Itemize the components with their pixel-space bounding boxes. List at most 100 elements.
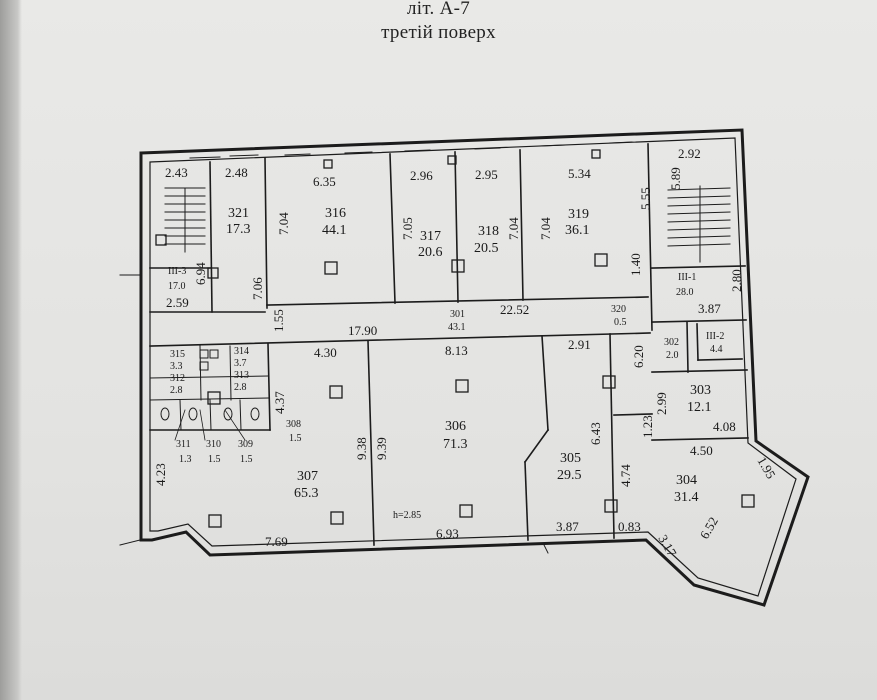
room-number: 318 xyxy=(478,224,499,239)
dim-label: 3.87 xyxy=(556,519,579,534)
room-area: 1.3 xyxy=(179,454,192,465)
room-area: 3.7 xyxy=(234,358,247,369)
dim-label: 1.55 xyxy=(271,309,286,332)
partitions xyxy=(149,143,749,546)
room-area: 17.3 xyxy=(226,222,251,237)
dim-label: 9.39 xyxy=(374,437,389,460)
room-number: 313 xyxy=(234,370,249,381)
dim-label: 1.40 xyxy=(628,253,643,276)
outer-wall xyxy=(139,128,810,607)
dim-label: 2.80 xyxy=(729,269,744,292)
dim-label: 7.04 xyxy=(506,217,521,240)
leader-lines xyxy=(174,409,246,441)
room-number: III-3 xyxy=(168,266,186,277)
room-area: 12.1 xyxy=(687,400,712,415)
dim-label: 17.90 xyxy=(348,323,377,338)
dim-label: 4.23 xyxy=(153,463,168,486)
room-area: 3.3 xyxy=(170,361,183,372)
room-area: 43.1 xyxy=(448,322,466,333)
room-area: 20.6 xyxy=(418,245,443,260)
drawing-title-floor: третій поверх xyxy=(381,22,496,43)
dim-label: 2.43 xyxy=(165,165,188,180)
dim-label: 6.43 xyxy=(588,422,603,445)
dim-label: 1.95 xyxy=(754,454,778,481)
room-number: 303 xyxy=(690,383,711,398)
dim-label: 2.95 xyxy=(475,167,498,182)
room-number: 309 xyxy=(238,439,253,450)
dim-label: 5.55 xyxy=(638,187,653,210)
room-number: 302 xyxy=(664,337,679,348)
dim-label: 6.93 xyxy=(436,526,459,541)
dim-label: 2.99 xyxy=(654,392,669,415)
dim-label: 5.89 xyxy=(668,167,683,190)
dim-label: 2.91 xyxy=(568,337,591,352)
dim-label: 0.83 xyxy=(618,519,641,534)
stairs-left xyxy=(164,187,206,253)
dim-label: 4.74 xyxy=(618,464,633,487)
sanitary-fixtures xyxy=(149,345,269,431)
ceiling-height-note: h=2.85 xyxy=(393,510,421,521)
dim-label: 6.52 xyxy=(697,514,721,541)
dim-label: 7.69 xyxy=(265,534,288,549)
stairs-right xyxy=(667,185,731,263)
dim-label: 3.17 xyxy=(655,532,680,560)
room-number: 319 xyxy=(568,207,589,222)
room-area: 31.4 xyxy=(674,490,699,505)
paper-shadow xyxy=(0,0,22,700)
room-number: 316 xyxy=(325,206,346,221)
room-area: 4.4 xyxy=(710,344,723,355)
room-number: 305 xyxy=(560,451,581,466)
room-number: 312 xyxy=(170,373,185,384)
drawing-title-letter: літ. А-7 xyxy=(406,0,471,19)
dim-label: 6.20 xyxy=(631,345,646,368)
room-number: 301 xyxy=(450,309,465,320)
dim-label: 2.59 xyxy=(166,295,189,310)
dim-label: 4.08 xyxy=(713,419,736,434)
room-area: 28.0 xyxy=(676,287,694,298)
dim-label: 5.34 xyxy=(568,166,591,181)
room-area: 71.3 xyxy=(443,437,468,452)
dim-label: 3.87 xyxy=(698,301,721,316)
dim-label: 9.38 xyxy=(354,437,369,460)
room-area: 36.1 xyxy=(565,223,590,238)
room-area: 2.8 xyxy=(170,385,183,396)
room-area: 2.8 xyxy=(234,382,247,393)
outer-wall-inner xyxy=(149,137,797,597)
dim-label: 7.05 xyxy=(400,217,415,240)
room-area: 1.5 xyxy=(208,454,221,465)
dim-label: 2.48 xyxy=(225,165,248,180)
vent-squares xyxy=(155,149,755,528)
room-area: 29.5 xyxy=(557,468,582,483)
room-number: 311 xyxy=(176,439,191,450)
room-area: 17.0 xyxy=(168,281,186,292)
room-area: 1.5 xyxy=(240,454,253,465)
dim-label: 7.06 xyxy=(250,277,265,300)
room-number: 317 xyxy=(420,229,441,244)
room-area: 20.5 xyxy=(474,241,499,256)
room-number: 308 xyxy=(286,419,301,430)
room-number: 304 xyxy=(676,473,697,488)
room-area: 44.1 xyxy=(322,223,347,238)
dim-label: 4.50 xyxy=(690,443,713,458)
room-number: 310 xyxy=(206,439,221,450)
room-area: 65.3 xyxy=(294,486,319,501)
room-area: 0.5 xyxy=(614,317,627,328)
room-area: 2.0 xyxy=(666,350,679,361)
dim-label: 1.23 xyxy=(640,415,655,438)
room-area: 1.5 xyxy=(289,433,302,444)
dim-label: 8.13 xyxy=(445,343,468,358)
room-number: 307 xyxy=(297,469,318,484)
dim-label: 6.94 xyxy=(193,262,208,285)
dim-label: 4.30 xyxy=(314,345,337,360)
room-number: 320 xyxy=(611,304,626,315)
dim-label: 6.35 xyxy=(313,174,336,189)
room-number: III-2 xyxy=(706,331,724,342)
dim-label: 4.37 xyxy=(272,391,287,414)
room-number: 306 xyxy=(445,419,466,434)
room-number: 321 xyxy=(228,206,249,221)
dim-label: 2.92 xyxy=(678,146,701,161)
dim-label: 22.52 xyxy=(500,302,529,317)
room-number: 315 xyxy=(170,349,185,360)
